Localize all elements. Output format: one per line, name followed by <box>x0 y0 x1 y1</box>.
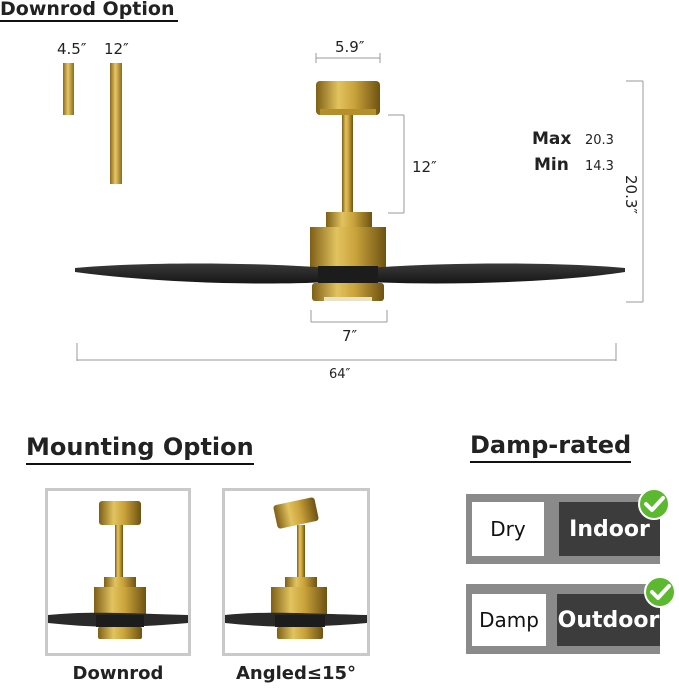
housing-width-label: 7″ <box>342 327 358 345</box>
light-kit <box>312 283 384 301</box>
total-height-label: 20.3″ <box>622 175 640 215</box>
min-value: 14.3 <box>585 159 614 174</box>
angled-caption: Angled≤15° <box>235 663 357 684</box>
min-label: Min <box>534 155 569 175</box>
angled-mount-photo <box>222 488 370 656</box>
check-icon <box>644 576 676 608</box>
canopy <box>316 81 380 115</box>
rod-long-label: 12″ <box>104 40 129 58</box>
left-blade <box>75 263 330 284</box>
rating-dry-label: Dry <box>472 502 544 556</box>
blade-hub <box>318 266 378 284</box>
downrod-caption: Downrod <box>72 663 164 684</box>
mounting-option-title: Mounting Option <box>26 433 254 465</box>
fan-diagram <box>75 53 644 361</box>
max-label: Max <box>532 129 572 149</box>
motor-housing <box>310 227 386 269</box>
check-icon <box>638 488 670 520</box>
short-downrod <box>63 63 74 115</box>
downrod-option-title: Downrod Option <box>0 0 179 22</box>
blade-span-label: 64″ <box>329 367 351 382</box>
downrod <box>342 115 353 213</box>
canopy-width-label: 5.9″ <box>335 38 365 56</box>
long-downrod <box>110 63 122 184</box>
motor-housing-top <box>326 212 372 228</box>
damp-rated-title: Damp-rated <box>470 431 632 463</box>
downrod-mount-photo <box>45 488 191 656</box>
downrod-samples <box>63 63 122 184</box>
rating-outdoor-label: Outdoor <box>557 594 660 646</box>
right-blade <box>368 263 625 284</box>
downrod-length-label: 12″ <box>412 158 437 176</box>
rating-damp-label: Damp <box>472 594 546 646</box>
rod-short-label: 4.5″ <box>57 40 87 58</box>
max-value: 20.3 <box>585 133 614 148</box>
